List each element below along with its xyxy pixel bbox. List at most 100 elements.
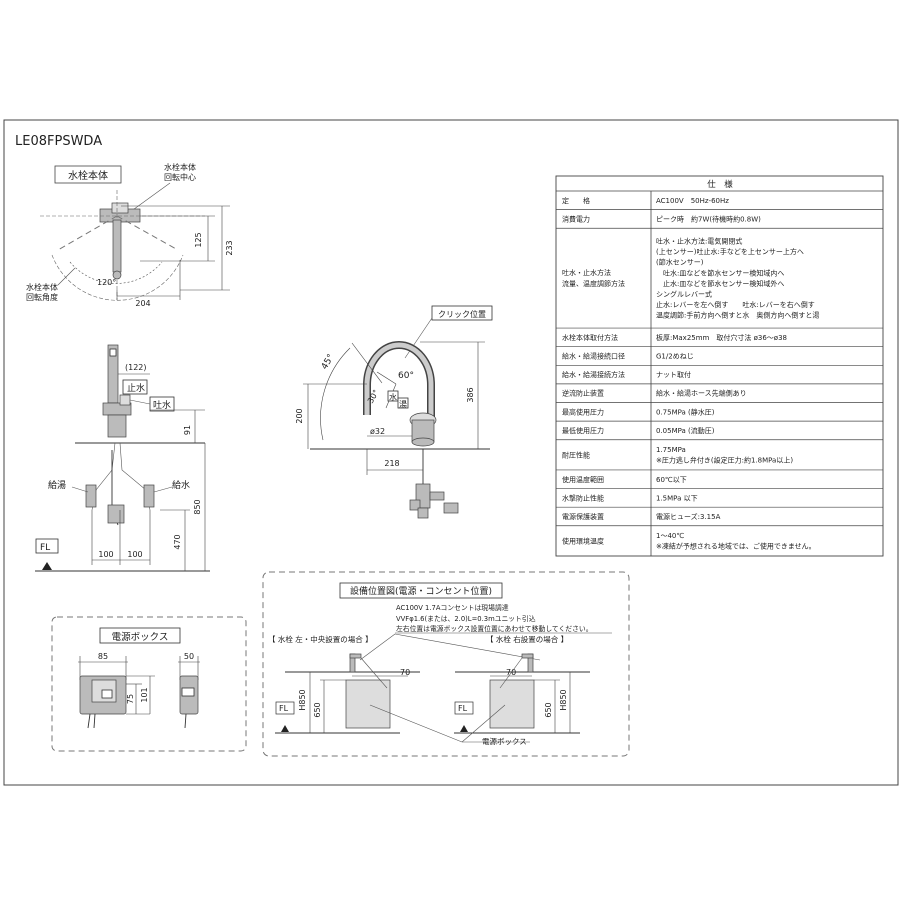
dim-218: 218 xyxy=(384,459,399,468)
stop-label: 止水 xyxy=(127,382,145,394)
spec-row-value: 止水:レバーを左へ倒す 吐水:レバーを右へ倒す xyxy=(656,300,815,309)
hot-label: 給湯 xyxy=(48,479,66,491)
install-title: 設備位置図(電源・コンセント位置) xyxy=(350,585,492,597)
fl-a-box xyxy=(275,701,295,715)
spec-row-label: 耐圧性能 xyxy=(562,450,590,459)
spec-row-value: 1～40℃ xyxy=(656,532,684,540)
rotation-center-line1: 水栓本体 xyxy=(164,162,196,172)
angle-60: 60° xyxy=(398,371,414,381)
dim-386: 386 xyxy=(466,387,475,402)
install-left-case: 【 水栓 左・中央設置の場合 】 xyxy=(268,634,373,644)
spec-row-value: ピーク時 約7W(待機時約0.8W) xyxy=(656,214,761,223)
cold-label: 給水 xyxy=(172,479,190,491)
hot-mark: 湯 xyxy=(399,399,407,409)
spec-row-value: 板厚:Max25mm 取付穴寸法 ø36～ø38 xyxy=(656,333,787,342)
front-view: クリック位置 45° 60° 30° 水 湯 386 200 ø32 218 xyxy=(295,305,493,519)
dim-91: 91 xyxy=(183,425,192,435)
rotation-angle-line2: 回転角度 xyxy=(26,292,58,302)
spec-row-label: 使用温度範囲 xyxy=(562,475,604,484)
top-view-label: 水栓本体 xyxy=(68,169,108,182)
spec-row-value: 1.75MPa xyxy=(656,446,686,454)
spec-row-value: 温度調節:手前方向へ倒すと水 奥側方向へ倒すと湯 xyxy=(656,311,819,320)
spec-row-value: 吐水:皿などを節水センサー検知域内へ xyxy=(656,268,784,277)
spec-row-value: (節水センサー) xyxy=(656,258,704,267)
click-label-box xyxy=(431,305,493,321)
rotation-angle-value: 120° xyxy=(97,278,116,287)
install-title-box xyxy=(339,582,503,599)
model-number: LE08FPSWDA xyxy=(15,134,102,149)
spec-row-value: 給水・給湯ホース先端側あり xyxy=(656,389,747,398)
spec-row-value: ※圧力逃し弁付き(設定圧力:約1.8MPa以上) xyxy=(656,456,793,465)
spec-row-label: 逆流防止装置 xyxy=(562,389,604,398)
install-right-case: 【 水栓 右設置の場合 】 xyxy=(486,634,568,644)
spec-row-value: ナット取付 xyxy=(656,370,691,379)
spec-table-border xyxy=(555,175,884,557)
spec-row-label: 定 格 xyxy=(562,196,590,205)
spec-row-value: G1/2めねじ xyxy=(656,352,694,360)
install-note-1: AC100V 1.7Aコンセントは現場調達 xyxy=(396,603,509,612)
dim-122: (122) xyxy=(125,363,147,372)
dim-650-a: 650 xyxy=(313,702,322,717)
sheet-frame xyxy=(3,119,899,786)
rotation-angle-line1: 水栓本体 xyxy=(26,282,58,292)
install-frame xyxy=(262,571,630,757)
spec-row-label: 吐水・止水方法 xyxy=(562,268,611,277)
dim-650-b: 650 xyxy=(544,702,553,717)
spec-row-label: 給水・給湯接続方法 xyxy=(562,370,625,379)
spec-row-value: 1.5MPa 以下 xyxy=(656,494,698,502)
spec-row-label: 水栓本体取付方法 xyxy=(562,333,618,342)
install-section: 設備位置図(電源・コンセント位置) AC100V 1.7Aコンセントは現場調達 … xyxy=(262,571,630,757)
rotation-center-line2: 回転中心 xyxy=(164,172,196,182)
dim-200: 200 xyxy=(295,408,304,423)
spec-row-label: 電源保護装置 xyxy=(562,512,604,521)
fl-b-box xyxy=(454,701,474,715)
dim-h850-b: H850 xyxy=(559,689,568,710)
dim-100-a: 100 xyxy=(98,550,113,559)
click-label: クリック位置 xyxy=(438,309,486,319)
install-note-3: 左右位置は電源ボックス設置位置にあわせて移動してください。 xyxy=(396,624,593,633)
spec-row-value: AC100V 50Hz-60Hz xyxy=(656,197,729,205)
spec-row-value: 止水:皿などを節水センサー検知域外へ xyxy=(656,279,784,288)
dim-125: 125 xyxy=(194,232,203,247)
fl-a-label: FL xyxy=(279,704,289,713)
dim-101: 101 xyxy=(140,687,149,702)
spec-row-value: 60℃以下 xyxy=(656,476,687,484)
power-box-title: 電源ボックス xyxy=(112,632,169,643)
dim-h850-a: H850 xyxy=(298,689,307,710)
spec-title: 仕 様 xyxy=(707,179,733,190)
cold-mark: 水 xyxy=(389,392,397,402)
spec-row-label: 消費電力 xyxy=(562,214,590,223)
dim-100-b: 100 xyxy=(127,550,142,559)
spec-row-label: 流量、温度調節方法 xyxy=(562,279,625,288)
spec-table: 仕 様 定 格 AC100V 50Hz-60Hz 消費電力 ピーク時 約7W(待機時約… xyxy=(555,175,884,557)
spec-row-value: ※凍結が予想される地域では、ご使用できません。 xyxy=(656,542,816,551)
fl-label: FL xyxy=(40,543,50,553)
spec-row-value: 電源ヒューズ:3.15A xyxy=(656,512,721,521)
fl-box xyxy=(35,538,59,554)
fl-b-label: FL xyxy=(458,704,468,713)
dim-50: 50 xyxy=(184,652,194,661)
top-view: 水栓本体 水栓本体 回転中心 120° 水栓本体 回転角度 125 233 20… xyxy=(26,162,234,308)
spec-row-label: 給水・給湯接続口径 xyxy=(562,351,625,360)
spec-row-value: 吐水・止水方法:電気開閉式 xyxy=(656,237,742,246)
install-box-label: 電源ボックス xyxy=(482,737,527,746)
dim-204: 204 xyxy=(135,299,150,308)
spec-row-label: 使用環境温度 xyxy=(562,536,604,545)
power-box-section: 電源ボックス 85 75 101 50 xyxy=(51,616,247,752)
power-box-frame xyxy=(51,616,247,752)
spout-label: 吐水 xyxy=(153,399,171,411)
install-note-2: VVFφ1.6(または、2.0)L=0.3mユニット引込 xyxy=(396,614,536,623)
dim-75: 75 xyxy=(126,694,135,704)
dim-70-a: 70 xyxy=(400,668,410,677)
spec-row-label: 最低使用圧力 xyxy=(562,426,604,435)
spec-row-label: 最高使用圧力 xyxy=(562,407,604,416)
dim-85: 85 xyxy=(98,652,108,661)
dim-32: ø32 xyxy=(370,427,385,436)
top-view-label-box xyxy=(54,165,122,184)
spec-row-value: シングルレバー式 xyxy=(656,290,712,299)
spec-row-value: (上センサー)吐止水:手などを上センサー上方へ xyxy=(656,247,804,256)
power-box-title-box xyxy=(99,627,181,644)
dim-470: 470 xyxy=(173,534,182,549)
spec-row-value: 0.75MPa (静水圧) xyxy=(656,407,715,416)
dim-850: 850 xyxy=(193,499,202,514)
